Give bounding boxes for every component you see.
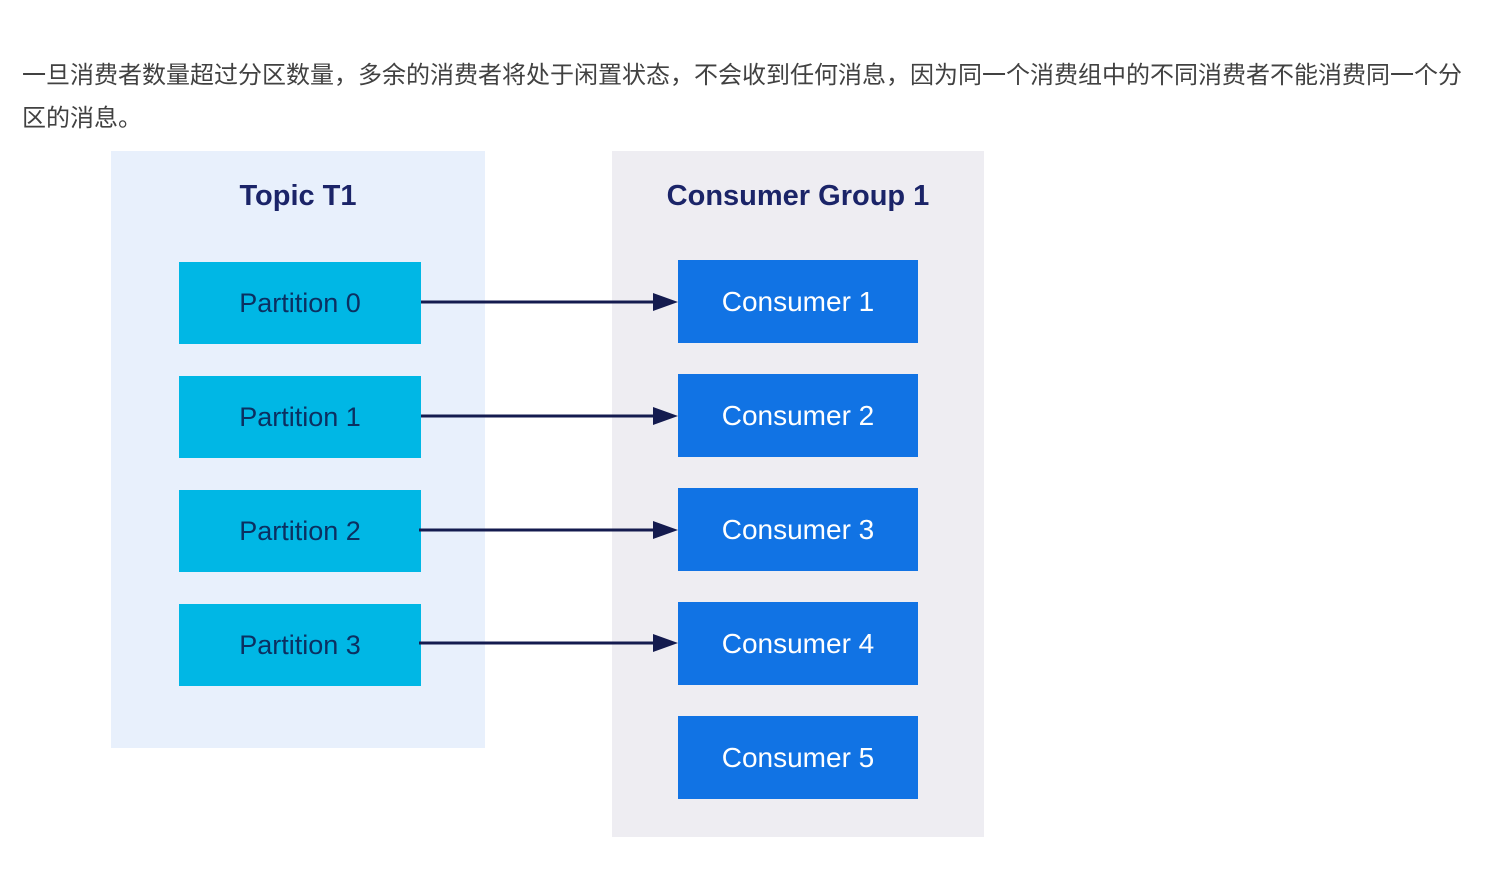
partition-box-3: Partition 3 [179, 604, 421, 686]
consumer-box-5: Consumer 5 [678, 716, 918, 799]
arrow-partition2-to-consumer3 [419, 521, 678, 539]
consumer-box-2: Consumer 2 [678, 374, 918, 457]
partition-box-1: Partition 1 [179, 376, 421, 458]
arrow-partition1-to-consumer2 [421, 407, 678, 425]
topic-panel: Topic T1 Partition 0 Partition 1 Partiti… [111, 151, 485, 748]
partition-box-2: Partition 2 [179, 490, 421, 572]
arrow-partition0-to-consumer1 [421, 293, 678, 311]
consumer-box-1: Consumer 1 [678, 260, 918, 343]
topic-title: Topic T1 [239, 180, 357, 212]
consumer-group-title: Consumer Group 1 [666, 180, 930, 212]
intro-paragraph: 一旦消费者数量超过分区数量，多余的消费者将处于闲置状态，不会收到任何消息，因为同… [22, 62, 1462, 132]
arrow-partition3-to-consumer4 [419, 634, 678, 652]
consumer-box-3: Consumer 3 [678, 488, 918, 571]
partition-box-0: Partition 0 [179, 262, 421, 344]
consumer-group-panel: Consumer Group 1 Consumer 1 Consumer 2 C… [612, 151, 984, 837]
consumer-box-4: Consumer 4 [678, 602, 918, 685]
